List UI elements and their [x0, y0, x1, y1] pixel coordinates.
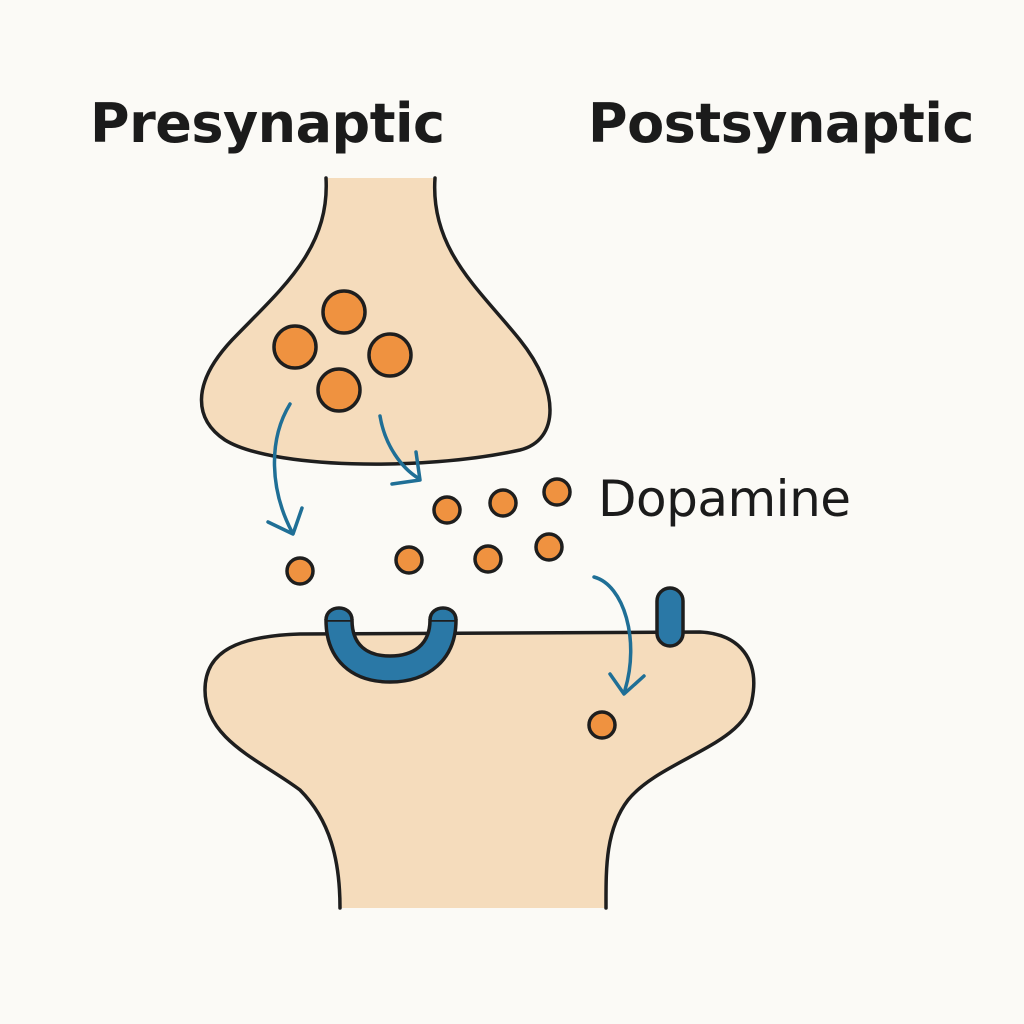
presynaptic-outline	[199, 176, 552, 466]
release-arrow-right	[378, 414, 420, 480]
dopamine-molecule	[473, 544, 503, 574]
dopamine-molecule	[432, 495, 462, 525]
release-arrow-left-head	[266, 506, 304, 536]
dopamine-molecule	[534, 532, 564, 562]
dopamine-molecule	[488, 488, 518, 518]
vesicle-icon	[316, 367, 362, 413]
release-arrow-right-head	[390, 450, 422, 486]
dopamine-molecules	[285, 477, 617, 740]
dopamine-molecule	[285, 556, 315, 586]
transporter-icon	[655, 586, 685, 648]
vesicle-icon	[272, 324, 318, 370]
release-arrow-left	[272, 402, 294, 534]
dopamine-molecule	[394, 545, 424, 575]
postsynaptic-terminal	[205, 632, 754, 908]
arrows	[266, 402, 646, 696]
presynaptic-terminal	[201, 178, 550, 465]
vesicle-icon	[321, 289, 367, 335]
dopamine-label: Dopamine	[598, 470, 851, 528]
presynaptic-label: Presynaptic	[90, 92, 445, 155]
postsynaptic-outline	[203, 630, 756, 910]
receptor-top-left	[324, 606, 354, 621]
reuptake-arrow-head	[608, 672, 646, 696]
reuptake-arrow	[592, 575, 633, 692]
vesicle-icon	[367, 332, 413, 378]
receptor-icon	[324, 618, 458, 684]
receptor-top-right	[428, 606, 458, 621]
dopamine-molecule	[587, 710, 617, 740]
vesicle-cluster	[272, 289, 413, 413]
postsynaptic-label: Postsynaptic	[588, 92, 974, 155]
dopamine-molecule	[542, 477, 572, 507]
